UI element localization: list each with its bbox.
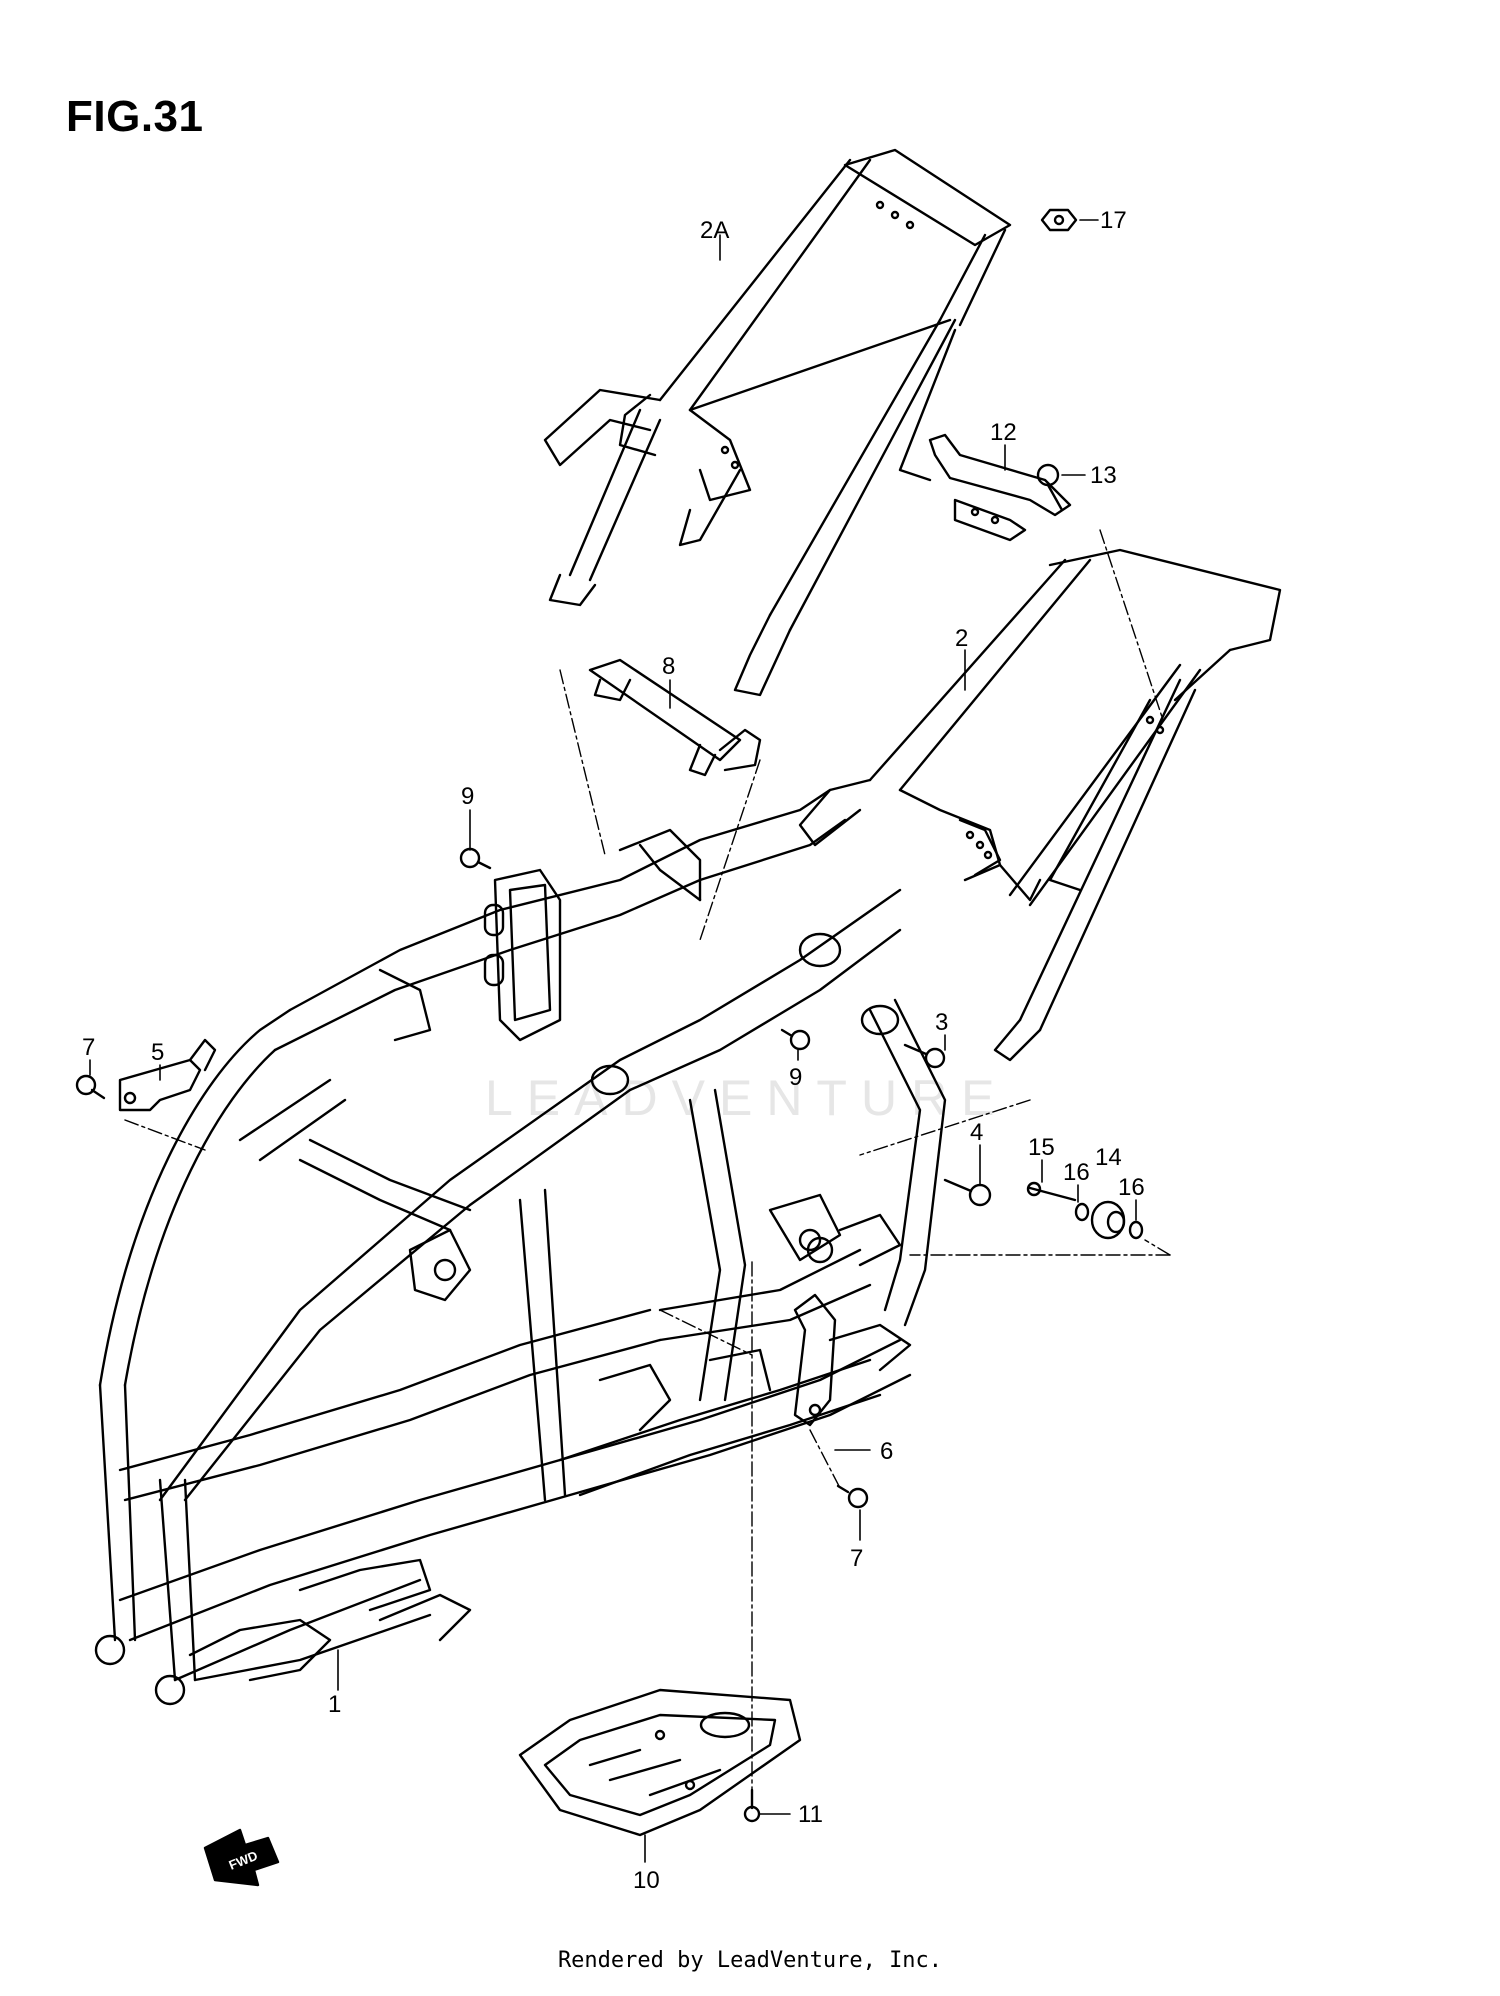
bolt-13: [1036, 463, 1064, 512]
figure-title: FIG.31: [66, 92, 204, 141]
main-frame-1: [94, 788, 947, 1706]
bolt-15: [1026, 1181, 1077, 1202]
bolt-7-right: [836, 1484, 869, 1509]
bracket-6: [793, 1293, 837, 1427]
bolt-11: [743, 1788, 761, 1823]
callout-3: 3: [935, 1009, 948, 1036]
callout-1: 1: [328, 1691, 341, 1718]
cross-member-8: [588, 658, 762, 777]
skid-plate-10: [518, 1688, 802, 1837]
bolt-3: [903, 1043, 946, 1069]
bolt-9-lower: [780, 1028, 811, 1051]
callout-16-a: 16: [1063, 1159, 1090, 1186]
nut-17: [1040, 208, 1078, 232]
callout-14: 14: [1095, 1144, 1122, 1171]
fwd-arrow-icon: [203, 1828, 280, 1887]
callout-9-upper: 9: [461, 783, 474, 810]
callout-13: 13: [1090, 462, 1117, 489]
watermark-text: LEADVENTURE: [485, 1070, 1009, 1126]
callout-8: 8: [662, 653, 675, 680]
callout-17: 17: [1100, 207, 1127, 234]
callout-12: 12: [990, 419, 1017, 446]
callout-11: 11: [798, 1801, 823, 1828]
callout-10: 10: [633, 1867, 660, 1894]
callout-9-lower: 9: [789, 1064, 802, 1091]
callout-2a: 2A: [700, 217, 729, 244]
render-credit: Rendered by LeadVenture, Inc.: [557, 1948, 943, 1973]
rear-subframe-2a: [543, 148, 1012, 697]
callout-15: 15: [1028, 1134, 1055, 1161]
callout-7-right: 7: [850, 1545, 863, 1572]
callout-4: 4: [970, 1119, 983, 1146]
callout-5: 5: [151, 1039, 164, 1066]
washer-16-b: [1128, 1220, 1144, 1240]
collar-14: [1090, 1200, 1126, 1240]
callout-2: 2: [955, 625, 968, 652]
bolt-7-left: [75, 1074, 106, 1100]
bolt-9-upper: [459, 847, 492, 870]
bolt-4: [943, 1178, 992, 1207]
rear-subframe-2: [798, 548, 1282, 1062]
washer-16-a: [1074, 1202, 1090, 1222]
callout-6: 6: [880, 1438, 893, 1465]
callout-16-b: 16: [1118, 1174, 1145, 1201]
bracket-5: [118, 1038, 217, 1112]
callout-7-left: 7: [82, 1034, 95, 1061]
